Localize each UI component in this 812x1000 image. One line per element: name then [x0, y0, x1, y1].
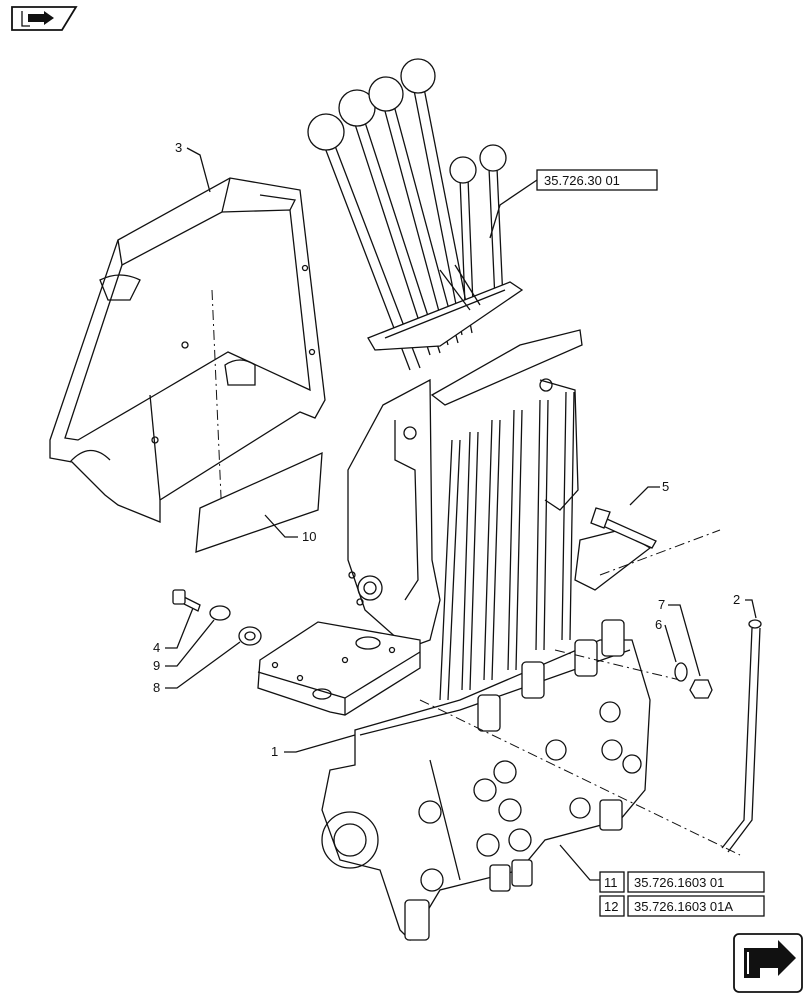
bolt-part — [590, 507, 657, 549]
callout-11: 11 — [604, 875, 618, 890]
callout-7: 7 — [658, 597, 665, 612]
callout-10: 10 — [302, 529, 316, 544]
control-rods — [439, 391, 575, 701]
washer-6-part — [674, 662, 688, 682]
ref-table: 11 35.726.1603 01 12 35.726.1603 01A — [599, 871, 765, 917]
callout-9: 9 — [153, 658, 160, 673]
tube-part — [721, 619, 762, 853]
callout-1: 1 — [271, 744, 278, 759]
washer-part — [209, 605, 231, 621]
callout-6: 6 — [655, 617, 662, 632]
ref-11-text[interactable]: 35.726.1603 01 — [634, 875, 724, 890]
callout-3: 3 — [175, 140, 182, 155]
ref-12-text[interactable]: 35.726.1603 01A — [634, 899, 733, 914]
book-arrow-icon[interactable] — [11, 6, 78, 31]
joystick-levers — [307, 58, 583, 406]
bracket-frame — [257, 378, 652, 716]
callout-12: 12 — [604, 899, 618, 914]
joystick-ref-box[interactable]: 35.726.30 01 — [536, 169, 658, 191]
bushing-part — [238, 626, 262, 646]
control-valve — [321, 619, 651, 942]
joystick-ref-text: 35.726.30 01 — [544, 173, 620, 188]
next-page-arrow-icon[interactable] — [733, 933, 803, 993]
callout-2: 2 — [733, 592, 740, 607]
callout-5: 5 — [662, 479, 669, 494]
leader-lines — [165, 147, 757, 881]
screw-part — [172, 589, 201, 612]
callout-8: 8 — [153, 680, 160, 695]
callout-4: 4 — [153, 640, 160, 655]
cover-part — [49, 177, 326, 523]
nut-part — [689, 679, 713, 699]
label-part — [195, 451, 323, 553]
